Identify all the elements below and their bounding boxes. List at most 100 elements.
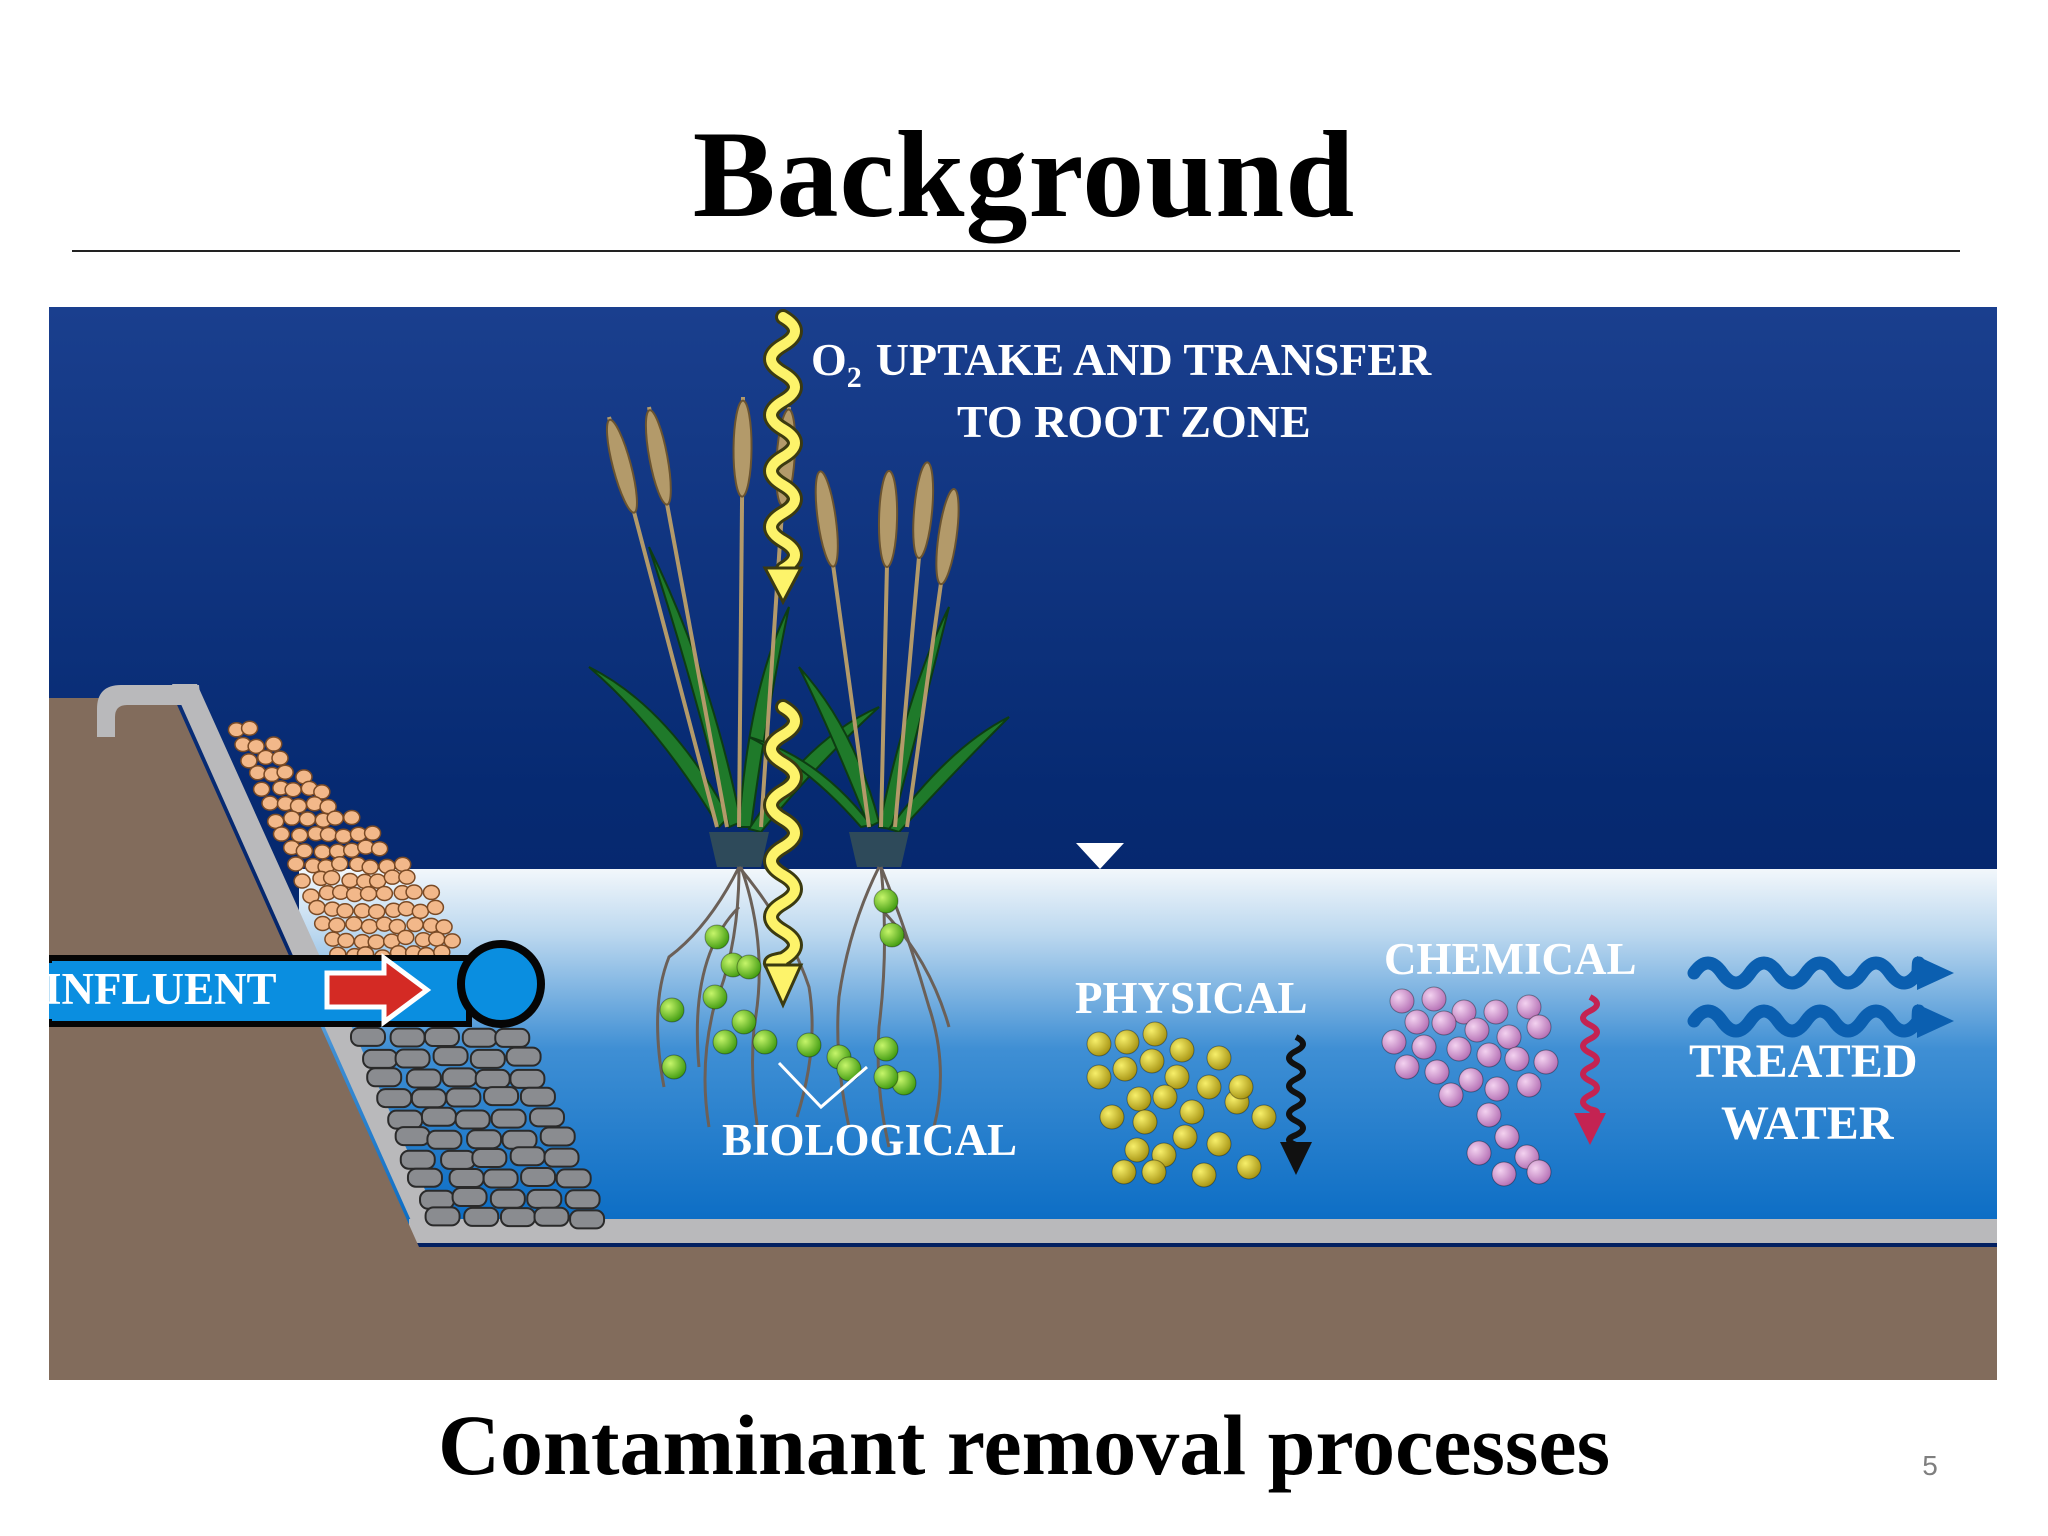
riprap-stone <box>494 1027 531 1048</box>
chemical-particle <box>1466 1140 1492 1166</box>
chemical-particle <box>1533 1049 1559 1075</box>
chemical-particle <box>1381 1029 1407 1055</box>
physical-particle <box>1236 1154 1262 1180</box>
gravel-pebble <box>336 903 354 919</box>
cattail-leaf <box>798 666 881 829</box>
riprap-stone <box>387 1109 424 1130</box>
chemical-particle <box>1496 1024 1522 1050</box>
gravel-pebble <box>396 929 415 946</box>
physical-particle <box>1164 1064 1190 1090</box>
gravel-pebble <box>298 811 317 827</box>
chemical-particle <box>1431 1010 1457 1036</box>
gravel-pebble <box>313 844 332 860</box>
influent-arrow <box>324 953 432 1027</box>
gravel-pebble <box>252 781 271 797</box>
gravel-pebble <box>326 810 344 826</box>
water-level-marker <box>1076 843 1124 869</box>
gravel-pebble <box>393 856 412 873</box>
riprap-stone <box>394 1126 431 1147</box>
riprap-stone <box>474 1068 511 1089</box>
riprap-stone <box>471 1147 508 1168</box>
gravel-pebble <box>247 738 265 755</box>
biological-particle <box>731 1009 757 1035</box>
biological-particle <box>873 888 899 914</box>
riprap-stone <box>445 1087 482 1108</box>
riprap-stone <box>394 1048 431 1069</box>
physical-particle <box>1111 1159 1137 1185</box>
gravel-pebble <box>271 750 289 766</box>
physical-particle <box>1206 1131 1232 1157</box>
riprap-stone <box>420 1106 457 1127</box>
biological-particle <box>736 954 762 980</box>
gravel-pebble <box>398 869 416 885</box>
riprap-stone <box>424 1206 461 1227</box>
gravel-pebble <box>283 810 301 826</box>
biological-pointer <box>777 1061 868 1110</box>
gravel-pebble <box>360 918 379 935</box>
treated-label-line2: WATER <box>1721 1097 1895 1150</box>
riprap-stone <box>440 1149 477 1170</box>
chemical-particle <box>1516 1072 1542 1098</box>
root-strand <box>656 866 741 1088</box>
chemical-particle <box>1404 1009 1430 1035</box>
physical-particle <box>1139 1048 1165 1074</box>
riprap-stone <box>501 1129 538 1150</box>
gravel-pebble <box>428 931 446 947</box>
riprap-stone <box>533 1206 570 1227</box>
gravel-pebble <box>334 828 353 844</box>
root-strand <box>877 905 951 1028</box>
gravel-pebble <box>276 764 294 781</box>
cattail-head <box>732 399 753 498</box>
biological-particle <box>879 922 905 948</box>
chemical-particle <box>1464 1017 1490 1043</box>
riprap-stone <box>461 1027 498 1048</box>
chemical-particle <box>1494 1124 1520 1150</box>
chemical-particle <box>1389 988 1415 1014</box>
physical-particle <box>1124 1137 1150 1163</box>
riprap-stone <box>526 1188 563 1209</box>
treated-label-line1: TREATED <box>1689 1035 1918 1088</box>
physical-particle <box>1099 1104 1125 1130</box>
precipitation-arrow <box>1574 994 1606 1145</box>
root-strand <box>879 866 942 1128</box>
riprap-stone <box>448 1167 485 1188</box>
gravel-pebble <box>248 765 267 781</box>
gravel-pebble <box>367 903 386 920</box>
riprap-stone <box>520 1166 557 1187</box>
chemical-particle <box>1484 1076 1510 1102</box>
gravel-pebble <box>290 827 309 843</box>
riprap-stone <box>529 1107 566 1128</box>
root-strand <box>836 866 881 1128</box>
physical-particle <box>1179 1099 1205 1125</box>
biological-particle <box>702 984 728 1010</box>
riprap-stone <box>410 1088 447 1109</box>
biological-particle <box>796 1032 822 1058</box>
physical-particle <box>1086 1031 1112 1057</box>
chemical-particle <box>1458 1067 1484 1093</box>
physical-particle <box>1112 1056 1138 1082</box>
physical-particle <box>1206 1045 1232 1071</box>
riprap-stone <box>406 1167 443 1188</box>
riprap-stone <box>469 1048 506 1069</box>
biological-label: BIOLOGICAL <box>722 1115 1017 1165</box>
gravel-pebble <box>284 782 302 798</box>
riprap-stone <box>405 1068 442 1089</box>
riprap-stone <box>441 1067 478 1088</box>
liner-bottom <box>409 1219 1997 1243</box>
chemical-particle <box>1526 1014 1552 1040</box>
root-strand <box>695 905 741 1068</box>
gravel-pebble <box>411 903 430 920</box>
physical-particle <box>1169 1037 1195 1063</box>
title-divider <box>72 250 1960 252</box>
riprap-stone <box>509 1146 546 1167</box>
page-number: 5 <box>1922 1450 1938 1481</box>
chemical-particle <box>1483 999 1509 1025</box>
riprap-stone <box>466 1129 503 1150</box>
gravel-pebble <box>375 885 394 902</box>
gravel-pebble <box>353 902 372 919</box>
liner-hook <box>97 685 201 737</box>
physical-particle <box>1086 1064 1112 1090</box>
riprap-stone <box>489 1188 526 1209</box>
cattail-leaf <box>588 666 731 829</box>
